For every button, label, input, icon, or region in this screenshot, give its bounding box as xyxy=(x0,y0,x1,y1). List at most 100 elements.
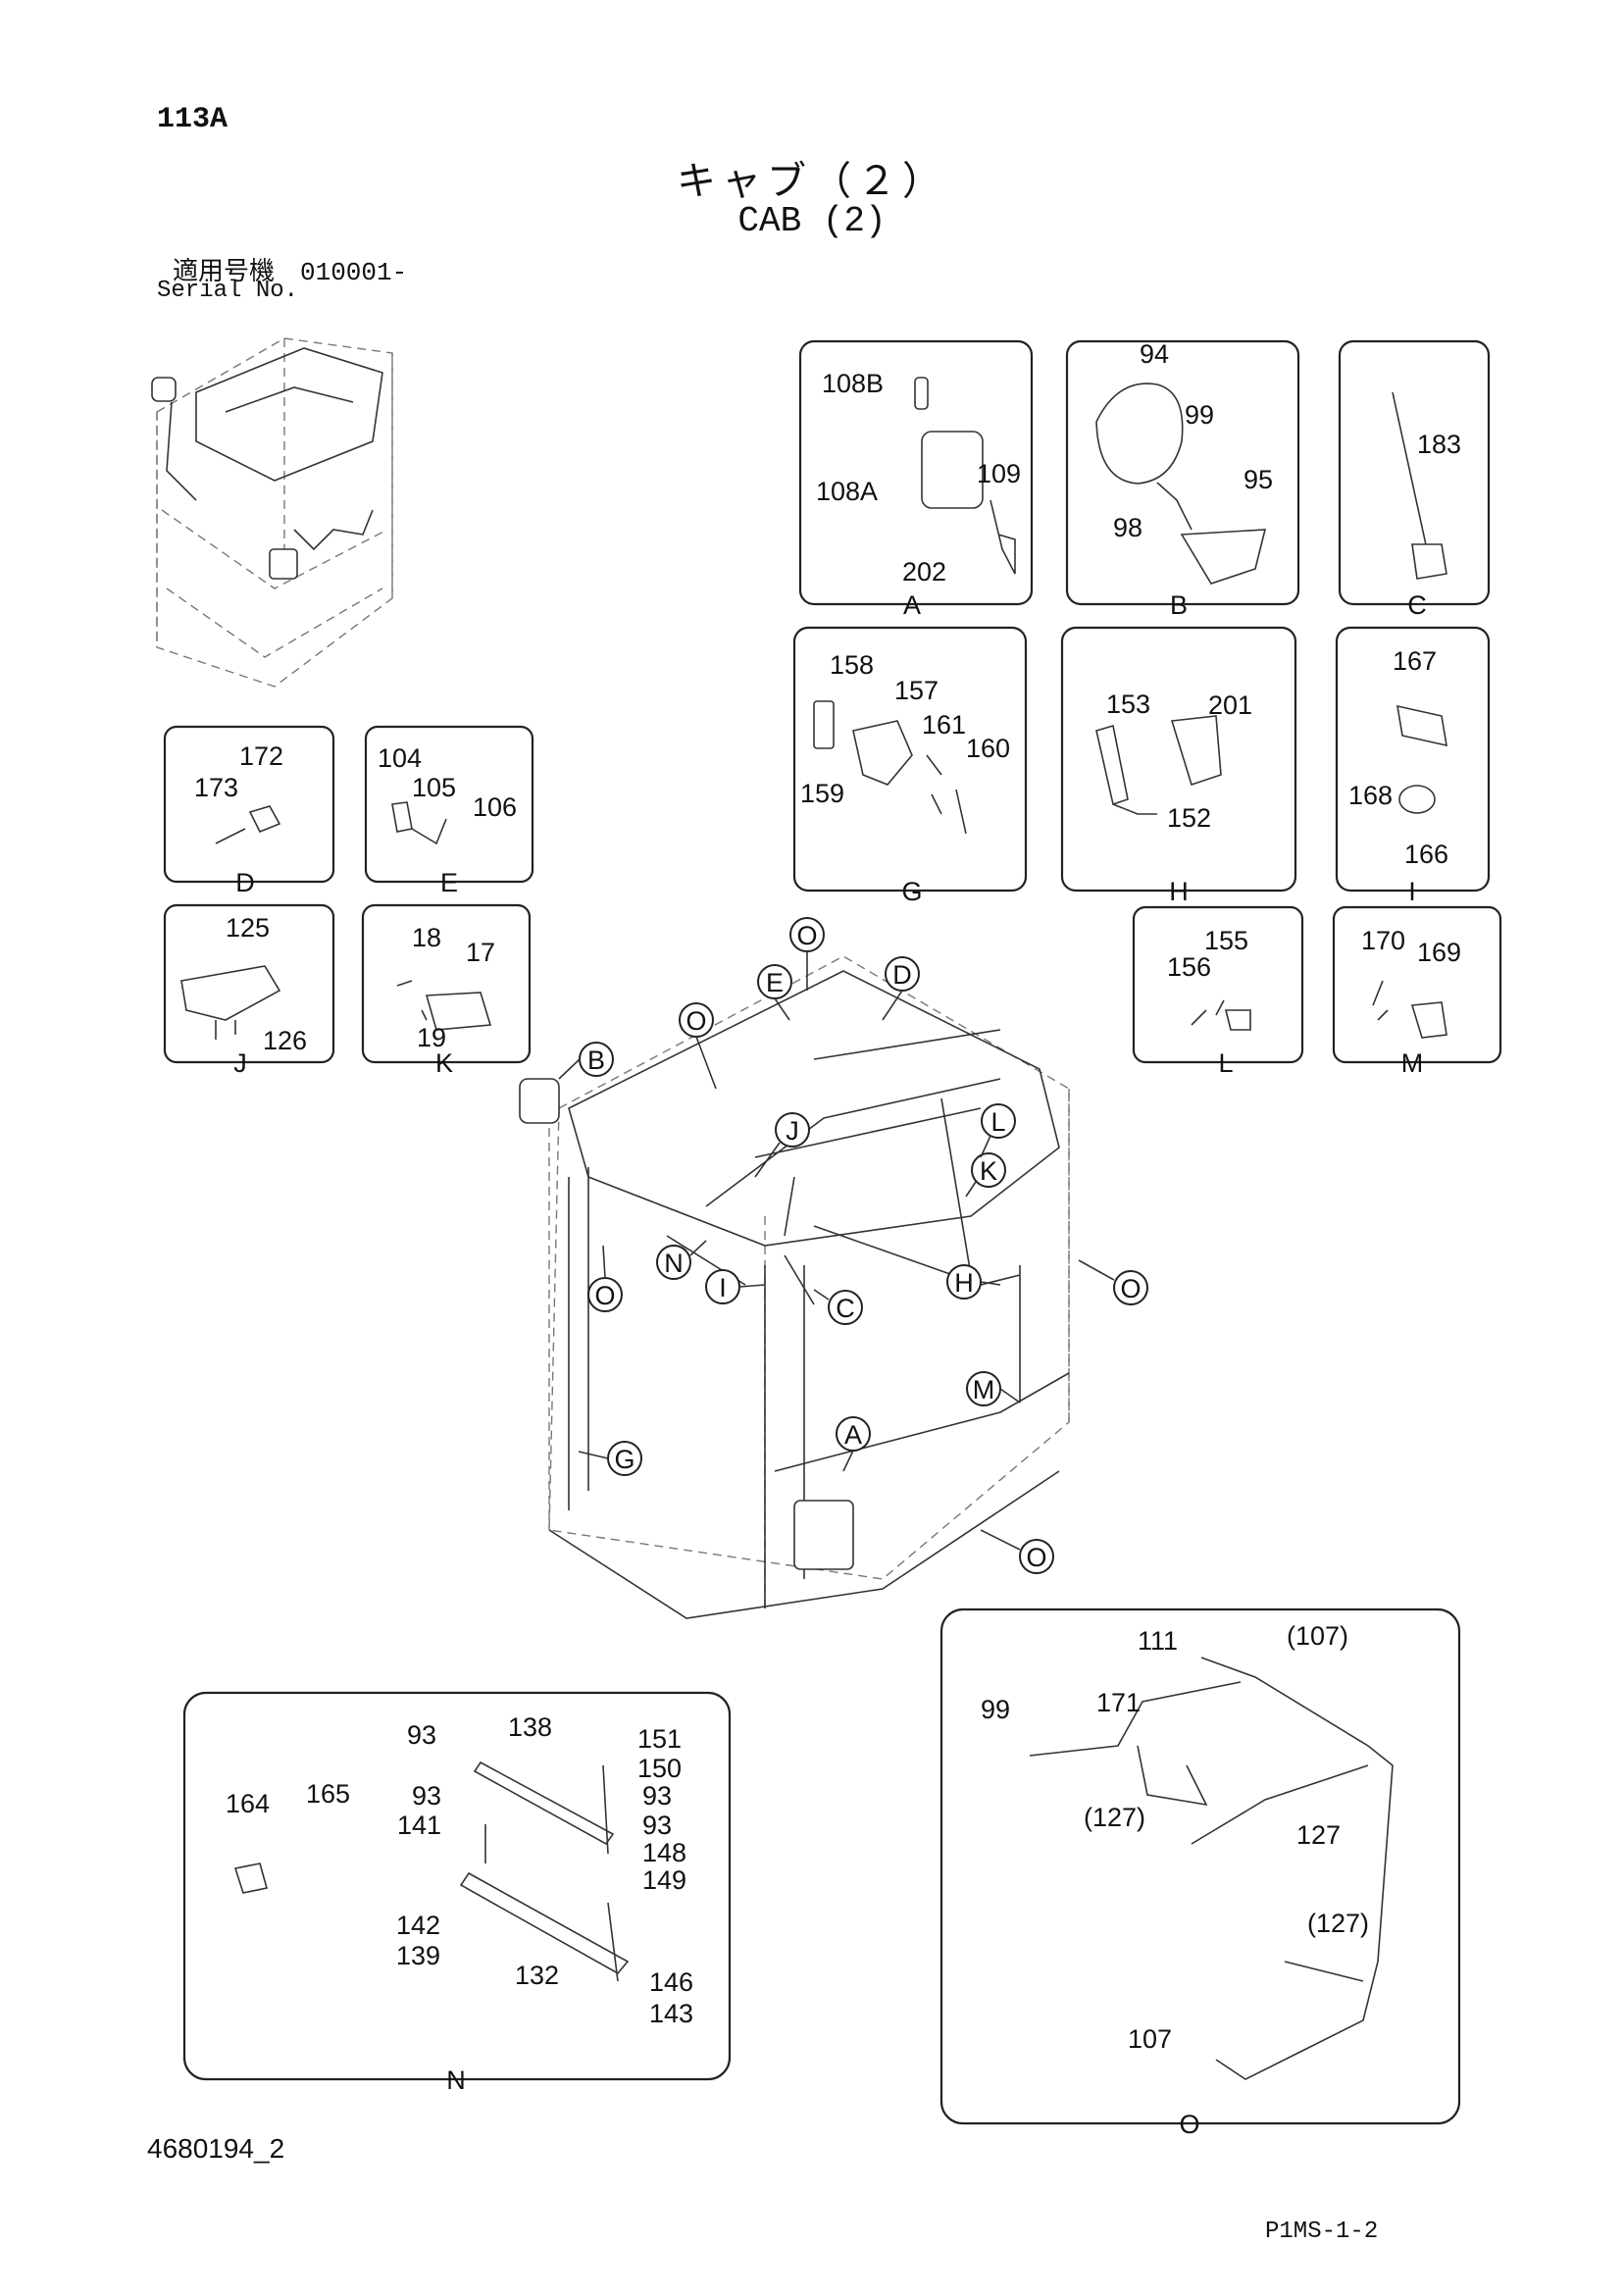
callout-label: M xyxy=(973,1375,995,1404)
callout-label: E xyxy=(766,968,784,997)
detail-letter: E xyxy=(440,868,458,897)
part-number: 146 xyxy=(649,1967,693,1997)
part-number: 109 xyxy=(977,459,1021,488)
part-number: 132 xyxy=(515,1961,559,1990)
callout-label: O xyxy=(594,1281,615,1310)
part-number: 99 xyxy=(1185,400,1214,430)
detail-letter: C xyxy=(1407,590,1427,620)
title-english: CAB (2) xyxy=(737,201,887,241)
detail-letter: H xyxy=(1169,877,1189,906)
part-number: 94 xyxy=(1140,339,1169,369)
title-japanese: キャブ（２） xyxy=(677,160,947,203)
callout-label: G xyxy=(614,1445,634,1474)
part-number: 170 xyxy=(1361,926,1405,955)
part-number: 93 xyxy=(412,1781,441,1811)
detail-box-a: 108B 108A 109 202 A xyxy=(798,339,1034,620)
part-number: 169 xyxy=(1417,938,1461,967)
part-number: 155 xyxy=(1204,926,1248,955)
part-number: 105 xyxy=(412,773,456,802)
part-number: 159 xyxy=(800,779,844,808)
detail-letter: K xyxy=(435,1048,453,1078)
part-number: 161 xyxy=(922,710,966,740)
part-number: 153 xyxy=(1106,689,1150,719)
callout-label: A xyxy=(844,1420,862,1450)
part-number: 108A xyxy=(816,477,878,506)
callout-label: O xyxy=(685,1006,706,1036)
part-number: 98 xyxy=(1113,513,1142,542)
part-number: 183 xyxy=(1417,430,1461,459)
part-number: 166 xyxy=(1404,840,1448,869)
detail-letter: J xyxy=(233,1048,247,1078)
part-number: 127 xyxy=(1296,1820,1341,1850)
callout-label: K xyxy=(980,1156,997,1186)
part-number: 19 xyxy=(417,1023,446,1052)
detail-letter: N xyxy=(446,2066,466,2095)
document-id: 4680194_2 xyxy=(147,2133,285,2164)
part-number: 106 xyxy=(473,792,517,822)
part-number: 156 xyxy=(1167,952,1211,982)
part-number: 143 xyxy=(649,1999,693,2028)
serial-label-english: Serial No. xyxy=(157,278,299,304)
part-number: (127) xyxy=(1307,1909,1369,1938)
part-number: 104 xyxy=(378,743,422,773)
detail-box-l: 155 156 L xyxy=(1132,905,1304,1078)
callout-label: D xyxy=(892,960,912,990)
part-number: 152 xyxy=(1167,803,1211,833)
part-number: 173 xyxy=(194,773,238,802)
detail-letter: B xyxy=(1170,590,1188,620)
cab-frame-drawing xyxy=(519,955,1070,1619)
detail-box-d: 172 173 D xyxy=(163,725,335,897)
detail-box-e: 104 105 106 E xyxy=(364,725,534,897)
part-number: 125 xyxy=(226,913,270,943)
serial-label-japanese: 適用号機 010001- xyxy=(173,258,408,287)
part-number: 158 xyxy=(830,650,874,680)
part-number: 142 xyxy=(396,1911,440,1940)
detail-box-m: 170 169 M xyxy=(1332,905,1502,1078)
part-number: 17 xyxy=(466,938,495,967)
detail-letter: D xyxy=(235,868,255,897)
part-number: 139 xyxy=(396,1941,440,1970)
part-number: 95 xyxy=(1243,465,1273,494)
part-number: 107 xyxy=(1128,2024,1172,2054)
detail-box-k: 18 17 19 K xyxy=(361,903,532,1078)
part-number: 138 xyxy=(508,1712,552,1742)
detail-letter: I xyxy=(1408,877,1416,906)
callout-label: L xyxy=(990,1107,1005,1137)
part-number: 151 xyxy=(637,1724,682,1754)
detail-letter: G xyxy=(901,877,922,906)
page-number: 113A xyxy=(157,103,228,136)
callout-leaders xyxy=(558,951,1115,1551)
detail-box-n: 93 138 151 150 93 93 141 164 165 93 148 … xyxy=(182,1691,732,2095)
detail-letter: O xyxy=(1179,2110,1199,2139)
callout-label: B xyxy=(587,1046,605,1075)
part-number: 164 xyxy=(226,1789,270,1818)
page-code: P1MS-1-2 xyxy=(1265,2219,1379,2245)
part-number: 165 xyxy=(306,1779,350,1809)
part-number: 18 xyxy=(412,923,441,952)
part-number: 108B xyxy=(822,369,884,398)
part-number: 148 xyxy=(642,1838,686,1867)
detail-box-j: 125 126 J xyxy=(163,903,335,1078)
callout-label: C xyxy=(836,1294,855,1323)
part-number: 168 xyxy=(1348,781,1393,810)
part-number: 111 xyxy=(1138,1626,1178,1656)
part-number: 172 xyxy=(239,741,283,771)
part-number: 171 xyxy=(1096,1688,1141,1717)
part-number: 157 xyxy=(894,676,939,705)
part-number: 141 xyxy=(397,1811,441,1840)
part-number: 201 xyxy=(1208,690,1252,720)
detail-box-b: 94 99 95 98 B xyxy=(1065,339,1300,620)
part-number: 126 xyxy=(263,1026,307,1055)
detail-letter: A xyxy=(903,590,921,620)
detail-letter: M xyxy=(1401,1048,1424,1078)
detail-box-o: 111 (107) 99 171 (127) 127 (127) 107 O xyxy=(939,1607,1461,2139)
part-number: 93 xyxy=(407,1720,436,1750)
callout-circles: O E O D B J L K N I C H O O M G A O xyxy=(579,917,1148,1574)
callout-label: O xyxy=(1120,1274,1141,1303)
part-number: (127) xyxy=(1084,1803,1145,1832)
part-number: 167 xyxy=(1393,646,1437,676)
callout-label: O xyxy=(1026,1543,1046,1572)
part-number: 99 xyxy=(981,1695,1010,1724)
part-number: 160 xyxy=(966,734,1010,763)
